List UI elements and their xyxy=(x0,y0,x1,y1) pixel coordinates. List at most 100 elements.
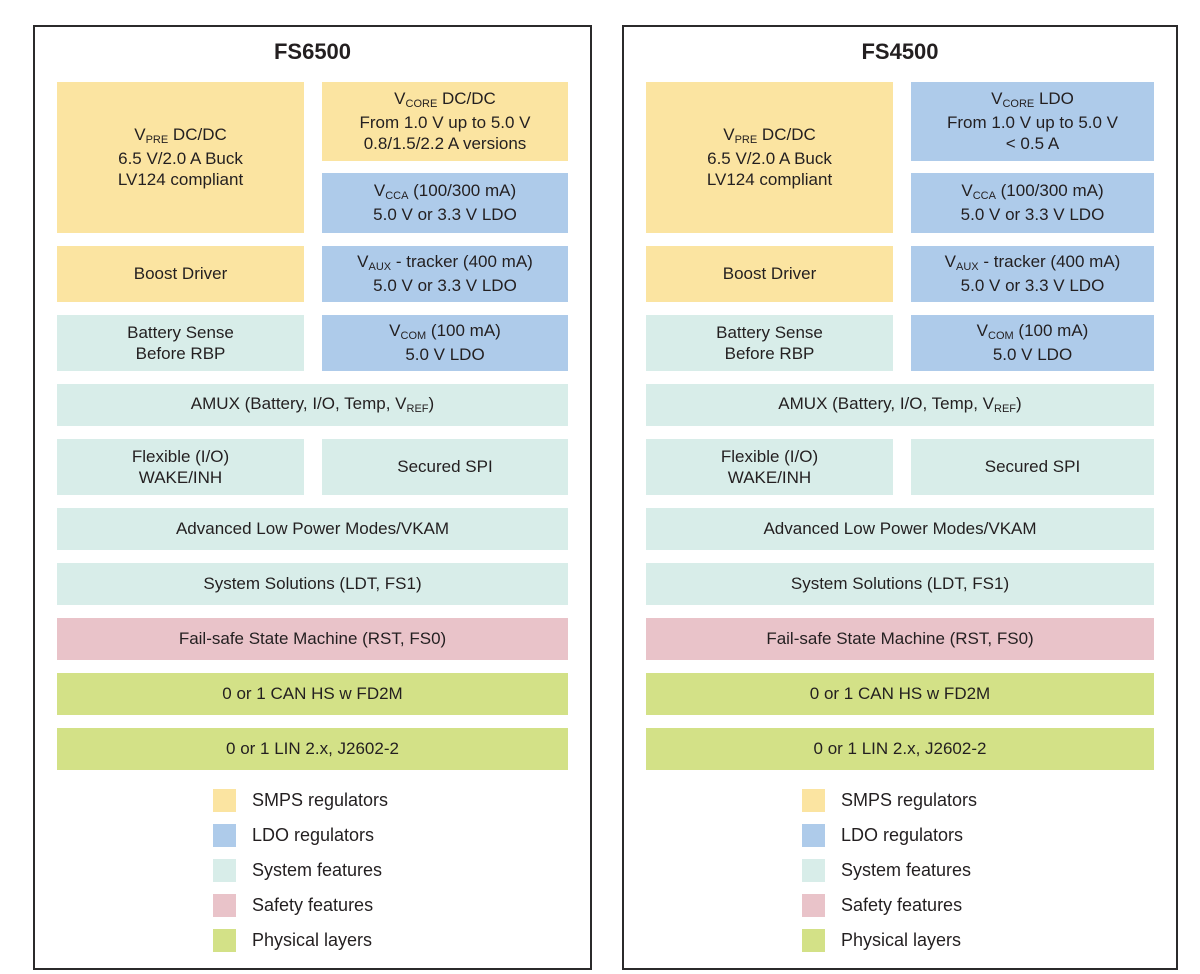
fail-safe-block: Fail-safe State Machine (RST, FS0) xyxy=(646,618,1154,660)
block-line: VCOM (100 mA) xyxy=(389,321,501,343)
feature-row: 0 or 1 CAN HS w FD2M xyxy=(57,673,568,715)
feature-row: Advanced Low Power Modes/VKAM xyxy=(57,508,568,550)
legend-label: Physical layers xyxy=(841,930,962,950)
ldo-swatch xyxy=(802,824,825,847)
block-line: VPRE DC/DC xyxy=(134,125,227,147)
block-line: < 0.5 A xyxy=(1005,134,1060,154)
feature-row: Fail-safe State Machine (RST, FS0) xyxy=(57,618,568,660)
legend-item-safety: Safety features xyxy=(802,894,1154,917)
block-line: 5.0 V or 3.3 V LDO xyxy=(373,205,517,225)
block-line: LV124 compliant xyxy=(117,170,244,190)
lin-block: 0 or 1 LIN 2.x, J2602-2 xyxy=(57,728,568,770)
boost-driver-block: Boost Driver xyxy=(57,246,304,302)
block-line: VAUX - tracker (400 mA) xyxy=(357,252,533,274)
legend-item-ldo: LDO regulators xyxy=(802,824,1154,847)
subscript-text: PRE xyxy=(734,134,758,147)
legend-label: Physical layers xyxy=(252,930,373,950)
can-block: 0 or 1 CAN HS w FD2M xyxy=(57,673,568,715)
block-line: 5.0 V or 3.3 V LDO xyxy=(960,205,1105,225)
block-line: VPRE DC/DC xyxy=(723,125,816,147)
secured-spi-block: Secured SPI xyxy=(322,439,568,495)
subscript-text: CCA xyxy=(972,190,996,203)
can-block: 0 or 1 CAN HS w FD2M xyxy=(646,673,1154,715)
flexible-io-block: Flexible (I/O)WAKE/INH xyxy=(57,439,304,495)
block-line: Before RBP xyxy=(135,344,226,363)
fail-safe-block: Fail-safe State Machine (RST, FS0) xyxy=(57,618,568,660)
legend-item-smps: SMPS regulators xyxy=(802,789,1154,812)
block-line: Battery Sense xyxy=(127,322,234,342)
block-line: Secured SPI xyxy=(984,457,1081,477)
legend-label: Safety features xyxy=(841,895,963,915)
feature-row: AMUX (Battery, I/O, Temp, VREF) xyxy=(646,384,1154,426)
feature-row: System Solutions (LDT, FS1) xyxy=(57,563,568,605)
block-line: System Solutions (LDT, FS1) xyxy=(790,574,1010,594)
subscript-text: REF xyxy=(406,403,429,416)
block-line: 6.5 V/2.0 A Buck xyxy=(118,149,243,169)
smps-swatch xyxy=(802,789,825,812)
ldo-swatch xyxy=(213,824,236,847)
low-power-modes-block: Advanced Low Power Modes/VKAM xyxy=(57,508,568,550)
block-line: Advanced Low Power Modes/VKAM xyxy=(175,519,450,539)
subscript-text: PRE xyxy=(145,134,169,147)
legend-item-physical: Physical layers xyxy=(802,929,1154,952)
subscript-text: CORE xyxy=(405,98,438,111)
legend-label: System features xyxy=(252,860,383,880)
feature-row: 0 or 1 LIN 2.x, J2602-2 xyxy=(57,728,568,770)
block-line: Before RBP xyxy=(724,344,815,363)
block-line: Secured SPI xyxy=(397,457,493,477)
block-line: Boost Driver xyxy=(722,264,817,284)
legend-item-physical: Physical layers xyxy=(213,929,568,952)
block-line: From 1.0 V up to 5.0 V xyxy=(946,113,1119,133)
vcca-block: VCCA (100/300 mA)5.0 V or 3.3 V LDO xyxy=(322,173,568,233)
vcom-block: VCOM (100 mA)5.0 V LDO xyxy=(911,315,1154,371)
vaux-block: VAUX - tracker (400 mA)5.0 V or 3.3 V LD… xyxy=(911,246,1154,302)
system-swatch xyxy=(802,859,825,882)
block-line: System Solutions (LDT, FS1) xyxy=(203,574,422,594)
block-line: VCORE DC/DC xyxy=(394,89,496,111)
physical-swatch xyxy=(213,929,236,952)
block-line: 0 or 1 CAN HS w FD2M xyxy=(809,684,991,704)
vaux-block: VAUX - tracker (400 mA)5.0 V or 3.3 V LD… xyxy=(322,246,568,302)
physical-swatch xyxy=(802,929,825,952)
block-line: VCORE LDO xyxy=(991,89,1074,111)
system-solutions-block: System Solutions (LDT, FS1) xyxy=(646,563,1154,605)
lin-block: 0 or 1 LIN 2.x, J2602-2 xyxy=(646,728,1154,770)
block-line: Fail-safe State Machine (RST, FS0) xyxy=(178,629,447,649)
subscript-text: COM xyxy=(400,330,427,343)
panel-title: FS6500 xyxy=(273,39,352,64)
low-power-modes-block: Advanced Low Power Modes/VKAM xyxy=(646,508,1154,550)
block-line: Battery Sense xyxy=(716,322,823,342)
subscript-text: AUX xyxy=(368,261,392,274)
subscript-text: CCA xyxy=(385,190,409,203)
block-line: 5.0 V or 3.3 V LDO xyxy=(960,276,1105,296)
block-line: 0 or 1 LIN 2.x, J2602-2 xyxy=(226,739,399,759)
block-line: VCCA (100/300 mA) xyxy=(373,181,517,203)
legend-item-system: System features xyxy=(802,859,1154,882)
feature-row: Advanced Low Power Modes/VKAM xyxy=(646,508,1154,550)
feature-row: 0 or 1 LIN 2.x, J2602-2 xyxy=(646,728,1154,770)
legend-label: SMPS regulators xyxy=(252,790,389,810)
panel-title: FS4500 xyxy=(861,39,939,64)
flexible-io-block: Flexible (I/O)WAKE/INH xyxy=(646,439,893,495)
legend-label: Safety features xyxy=(252,895,374,915)
legend-label: SMPS regulators xyxy=(841,790,978,810)
subscript-text: REF xyxy=(994,403,1017,416)
block-line: WAKE/INH xyxy=(138,468,223,487)
feature-row: 0 or 1 CAN HS w FD2M xyxy=(646,673,1154,715)
legend-item-safety: Safety features xyxy=(213,894,568,917)
block-line: Flexible (I/O) xyxy=(720,446,819,466)
block-line: 0 or 1 LIN 2.x, J2602-2 xyxy=(813,739,987,759)
smps-swatch xyxy=(213,789,236,812)
block-line: Boost Driver xyxy=(133,264,228,284)
